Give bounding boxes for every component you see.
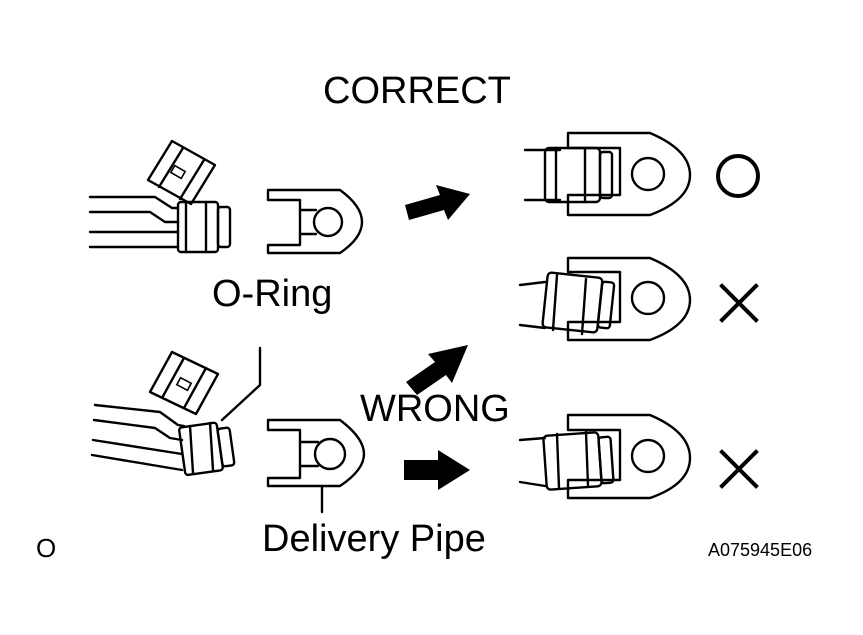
circle-mark-icon — [716, 154, 760, 198]
cross-mark-icon — [719, 283, 759, 323]
arrow-icon — [406, 345, 468, 395]
arrow-icon — [404, 450, 470, 490]
wrong-label: WRONG — [360, 388, 510, 430]
installed-injector-wrong-upper — [518, 256, 692, 342]
injector-icon — [90, 350, 236, 477]
delivery-pipe-label: Delivery Pipe — [262, 518, 486, 560]
corner-mark: O — [36, 533, 57, 563]
installed-injector-wrong-lower — [518, 413, 692, 500]
delivery-pipe-clip-icon — [266, 418, 366, 488]
arrow-icon — [405, 185, 470, 220]
o-ring-label: O-Ring — [212, 273, 333, 315]
injector-icon — [88, 139, 232, 254]
delivery-pipe-clip-icon — [266, 188, 364, 255]
installed-injector-correct — [523, 131, 692, 217]
figure-code: A075945E06 — [708, 540, 813, 560]
cross-mark-icon — [719, 449, 759, 489]
correct-label: CORRECT — [323, 70, 511, 112]
